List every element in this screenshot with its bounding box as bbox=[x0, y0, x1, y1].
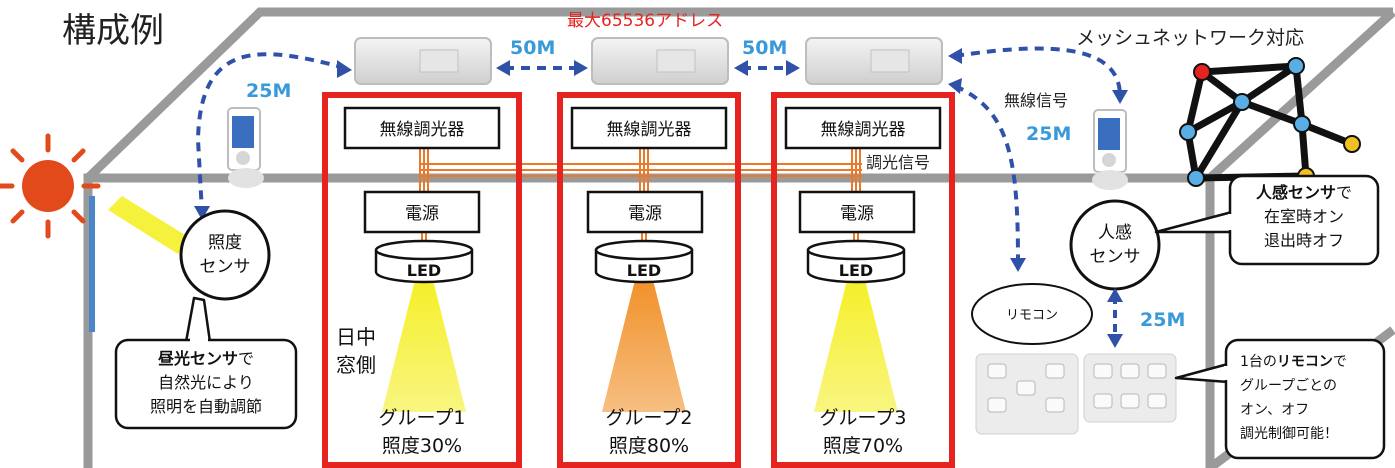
arrowhead-left-icon bbox=[948, 48, 962, 64]
svg-text:人感センサで: 人感センサで bbox=[1256, 183, 1352, 202]
dimming-signal-label: 調光信号 bbox=[866, 153, 930, 172]
daylight-callout-line3: 照明を自動調節 bbox=[150, 397, 262, 416]
daylight-sensor-callout: 昼光センサで 自然光により 照明を自動調節 bbox=[114, 296, 298, 430]
group-3-led-label: LED bbox=[839, 261, 873, 280]
link-remote bbox=[954, 84, 1020, 263]
lux-sensor-device bbox=[227, 107, 264, 188]
link-motion-sensor bbox=[954, 46, 1122, 97]
group-2-dimmer-box bbox=[570, 106, 728, 150]
motion-sensor-line2: センサ bbox=[1090, 247, 1141, 267]
group-1-dimmer-box bbox=[343, 106, 501, 150]
remote-callout-post: で bbox=[1333, 354, 1347, 370]
link-lux-sensor bbox=[195, 52, 346, 213]
group-2-light-beam bbox=[602, 276, 686, 412]
group-3-dimmer-label: 無線調光器 bbox=[821, 120, 906, 140]
group-1-led-label: LED bbox=[407, 261, 441, 280]
group-2-led-label: LED bbox=[627, 261, 661, 280]
group-1-light-beam bbox=[382, 276, 466, 412]
remote-callout-pre: 1台の bbox=[1240, 354, 1277, 370]
mesh-network-label: メッシュネットワーク対応 bbox=[1076, 27, 1304, 49]
page-title: 構成例 bbox=[62, 11, 164, 51]
motion-sensor-device bbox=[1092, 109, 1128, 190]
svg-text:1台のリモコンで: 1台のリモコンで bbox=[1240, 354, 1347, 370]
arrowhead-down-icon bbox=[1107, 334, 1123, 348]
remote-callout-line2: グループごとの bbox=[1240, 378, 1337, 394]
group-2-dimmer-label: 無線調光器 bbox=[607, 120, 692, 140]
remote-label-node: リモコン bbox=[971, 283, 1093, 345]
wireless-signal-label: 無線信号 bbox=[1004, 91, 1068, 110]
arrowhead-right-icon bbox=[786, 60, 800, 76]
remote-callout-bold: リモコン bbox=[1277, 354, 1333, 370]
remote-device-1 bbox=[975, 353, 1079, 435]
max-address-label: 最大65536アドレス bbox=[567, 11, 723, 31]
distance-lux-sensor: 25M bbox=[246, 80, 291, 102]
group-2-level: 照度80% bbox=[609, 435, 689, 457]
group-1-name: グループ1 bbox=[379, 407, 466, 429]
group-1-dimmer-label: 無線調光器 bbox=[380, 120, 465, 140]
group-1-frame bbox=[322, 92, 522, 468]
arrowhead-up-icon bbox=[1107, 288, 1123, 302]
group-2-power-box bbox=[586, 190, 704, 234]
group-3-power-box bbox=[798, 190, 916, 234]
distance-motion-sensor: 25M bbox=[1026, 123, 1071, 145]
gateway-device-1 bbox=[354, 37, 492, 85]
motion-sensor-node: 人感 センサ bbox=[1069, 199, 1161, 291]
motion-sensor-callout: 人感センサで 在室時オン 退出時オフ bbox=[1154, 174, 1380, 266]
remote-device-2 bbox=[1083, 353, 1177, 423]
arrowhead-right-icon bbox=[574, 60, 588, 76]
gateway-device-2 bbox=[591, 37, 729, 85]
group-2-frame bbox=[557, 92, 741, 468]
arrowhead-down-icon bbox=[194, 206, 210, 220]
group-1-power-box bbox=[363, 190, 481, 234]
remote-callout: 1台のリモコンで グループごとの オン、オフ 調光制御可能！ bbox=[1174, 338, 1386, 460]
group-2-name: グループ2 bbox=[606, 407, 693, 429]
arrowhead-left-icon bbox=[948, 78, 962, 94]
group-3-light-beam bbox=[814, 276, 898, 412]
remote-callout-line3: オン、オフ bbox=[1240, 402, 1309, 418]
lux-sensor-line2: センサ bbox=[200, 257, 251, 277]
arrowhead-left-icon bbox=[496, 60, 510, 76]
group-3-frame bbox=[771, 92, 955, 468]
group-3-level: 照度70% bbox=[823, 435, 903, 457]
sunlight-beam bbox=[108, 196, 190, 254]
group-1-level: 照度30% bbox=[382, 435, 462, 457]
daylight-callout-line2: 自然光により bbox=[158, 373, 254, 392]
motion-callout-suffix: で bbox=[1336, 183, 1352, 202]
distance-gw2-gw3: 50M bbox=[742, 37, 787, 59]
window bbox=[89, 196, 95, 332]
group-3: 無線調光器 電源 LED グループ3 照度70% bbox=[771, 92, 955, 468]
lux-sensor-line1: 照度 bbox=[208, 233, 242, 253]
group-3-name: グループ3 bbox=[820, 407, 907, 429]
daylight-callout-suffix: で bbox=[238, 349, 254, 368]
arrowhead-left-icon bbox=[734, 60, 748, 76]
group-3-power-label: 電源 bbox=[840, 204, 874, 224]
distance-gw1-gw2: 50M bbox=[510, 37, 555, 59]
arrowhead-right-icon bbox=[337, 60, 352, 78]
gateway-device-3 bbox=[805, 37, 943, 85]
distance-remote: 25M bbox=[1140, 309, 1185, 331]
remote-label: リモコン bbox=[1006, 308, 1058, 323]
svg-text:昼光センサで: 昼光センサで bbox=[157, 349, 254, 368]
remote-callout-line4: 調光制御可能！ bbox=[1240, 426, 1338, 442]
arrowhead-down-icon bbox=[1010, 258, 1026, 272]
lux-sensor-node: 照度 センサ bbox=[179, 209, 271, 301]
dimming-signal-lines bbox=[419, 148, 862, 244]
motion-callout-line3: 退出時オフ bbox=[1264, 231, 1344, 250]
daytime-label: 日中 bbox=[336, 325, 376, 349]
sun-icon bbox=[0, 133, 101, 239]
group-1-power-label: 電源 bbox=[405, 204, 439, 224]
daylight-callout-bold: 昼光センサ bbox=[157, 349, 238, 368]
motion-callout-line2: 在室時オン bbox=[1264, 207, 1344, 226]
arrowhead-down-icon bbox=[1112, 90, 1128, 104]
motion-callout-bold: 人感センサ bbox=[1256, 183, 1336, 202]
group-3-dimmer-box bbox=[784, 106, 942, 150]
group-2: 無線調光器 電源 LED グループ2 照度80% bbox=[557, 92, 741, 468]
window-side-label: 窓側 bbox=[336, 353, 376, 377]
group-1: 無線調光器 電源 LED グループ1 照度30% bbox=[322, 92, 522, 468]
group-2-power-label: 電源 bbox=[628, 204, 662, 224]
motion-sensor-line1: 人感 bbox=[1098, 223, 1132, 243]
